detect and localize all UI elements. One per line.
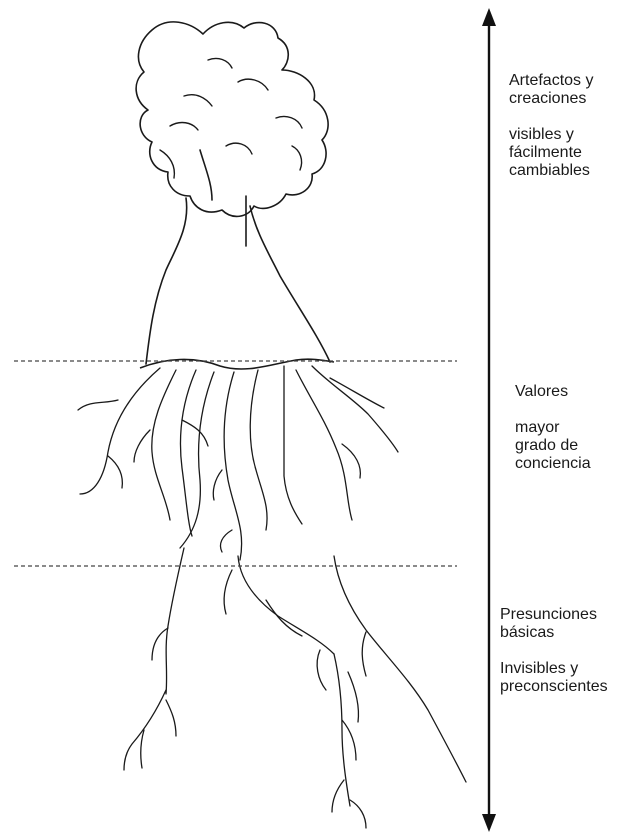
layer-description-line: Invisibles y — [500, 660, 608, 678]
layer-title-line: Presunciones — [500, 606, 608, 624]
arrow-up-head-icon — [482, 8, 496, 26]
tree-roots-lower — [124, 548, 466, 828]
tree-trunk — [146, 150, 330, 364]
layer-title-line: Valores — [515, 383, 591, 401]
layer-assumptions-label: Presunciones básicas Invisibles y precon… — [500, 606, 608, 696]
layer-description-line: cambiables — [509, 162, 593, 180]
layer-description-line: grado de — [515, 437, 591, 455]
layer-title-line: básicas — [500, 624, 608, 642]
layer-description-line: conciencia — [515, 455, 591, 473]
layer-description-line: mayor — [515, 419, 591, 437]
visibility-scale-arrow — [482, 8, 496, 832]
layer-title-line: Artefactos y — [509, 72, 593, 90]
tree-roots-upper — [78, 366, 398, 560]
tree-crown-details — [160, 58, 302, 178]
tree-crown-outline — [136, 22, 328, 217]
layer-artefacts-label: Artefactos y creaciones visibles y fácil… — [509, 72, 593, 180]
layer-description-line: fácilmente — [509, 144, 593, 162]
layer-description-line: preconscientes — [500, 678, 608, 696]
layer-values-label: Valores mayor grado de conciencia — [515, 383, 591, 473]
layer-description-line: visibles y — [509, 126, 593, 144]
layer-title-line: creaciones — [509, 90, 593, 108]
arrow-down-head-icon — [482, 814, 496, 832]
